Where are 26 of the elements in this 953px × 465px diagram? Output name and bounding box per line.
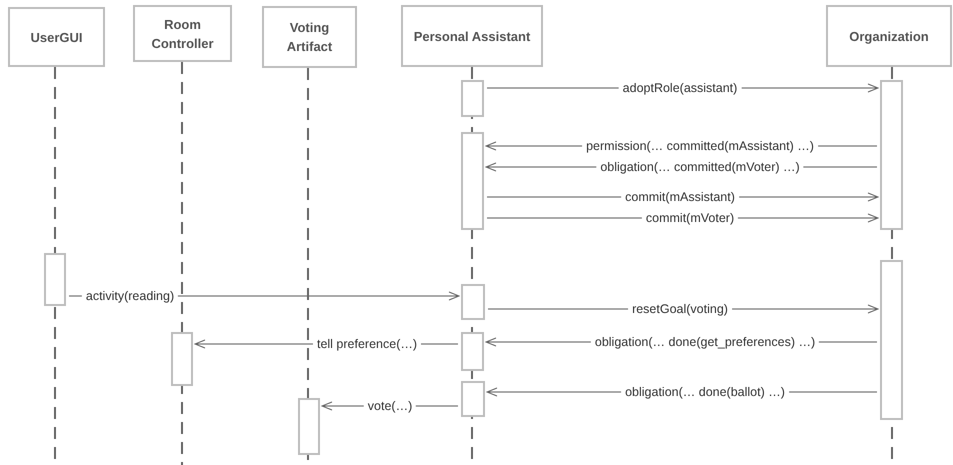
lifeline-header: Voting Artifact [262, 6, 357, 68]
activation-bar [461, 332, 484, 371]
message-label: commit(mAssistant) [621, 190, 739, 204]
message-label: commit(mVoter) [642, 211, 738, 225]
message-label: obligation(… committed(mVoter) …) [596, 160, 804, 174]
message-label: tell preference(…) [312, 337, 422, 351]
activation-bar [461, 284, 485, 320]
activation-bar [461, 132, 484, 230]
lifeline-header: Room Controller [133, 5, 232, 62]
activation-bar [461, 381, 485, 417]
activation-bar [171, 332, 193, 386]
activation-bar [298, 398, 320, 455]
message-label: vote(…) [364, 399, 416, 413]
message-label: resetGoal(voting) [628, 302, 732, 316]
activation-bar [44, 253, 66, 306]
lifeline-header: Personal Assistant [401, 5, 543, 67]
message-label: obligation(… done(ballot) …) [621, 385, 789, 399]
lifeline-header: UserGUI [8, 7, 105, 67]
lifeline-header: Organization [826, 5, 952, 67]
activation-bar [880, 80, 903, 230]
message-label: adoptRole(assistant) [618, 81, 742, 95]
message-label: permission(… committed(mAssistant) …) [582, 139, 818, 153]
activation-bar [880, 260, 903, 420]
message-label: obligation(… done(get_preferences) …) [590, 335, 820, 349]
message-label: activity(reading) [82, 289, 178, 303]
activation-bar [461, 80, 484, 117]
